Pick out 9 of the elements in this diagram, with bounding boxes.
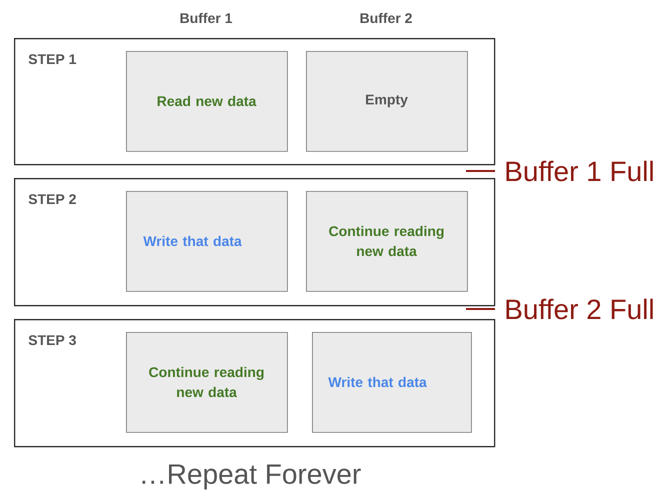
- footer-note: …Repeat Forever: [142, 464, 361, 490]
- buffer-box: Empty: [306, 51, 468, 152]
- column-heading: Buffer 1: [180, 12, 232, 24]
- buffer-box: Continue reading new data: [126, 332, 288, 433]
- buffer-box: Write that data: [126, 191, 288, 292]
- buffer-box: Continue reading new data: [306, 191, 468, 292]
- buffer-box: Write that data: [312, 332, 472, 433]
- column-heading: Buffer 2: [360, 12, 412, 24]
- buffer-box: Read new data: [126, 51, 288, 152]
